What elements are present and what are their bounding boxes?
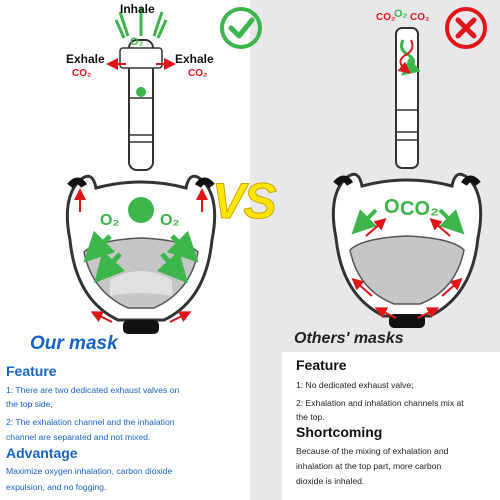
exhale-right-label: Exhale [175,52,214,66]
co2-left-label: CO₂ [72,68,92,79]
others-shortcoming-line-3: dioxide is inhaled. [296,476,365,486]
vs-label: VS [212,173,278,230]
o2-top-label: O₂ [130,36,144,48]
exhale-left-label: Exhale [66,52,105,66]
others-feature-line-2: 2: Exhalation and inhalation channels mi… [296,398,464,408]
our-feature-line-2: the top side; [6,399,53,409]
our-mask-drawing [65,8,217,334]
our-feature-title: Feature [6,363,57,379]
x-circle-icon [445,7,487,49]
our-advantage-title: Advantage [6,445,78,461]
top-co2-b-label: CO₂ [410,12,430,23]
our-mask-info-box [0,355,250,500]
our-feature-line-3: 2: The exhalation channel and the inhala… [6,417,175,427]
others-feature-title: Feature [296,357,347,373]
others-shortcoming-title: Shortcoming [296,424,383,440]
others-mask-drawing [331,27,483,328]
o2-left-label: O₂ [100,212,120,229]
co2-right-label: CO₂ [188,68,208,79]
others-mask-info-box [282,352,500,500]
mix-co2-label: CO₂ [400,198,439,220]
others-feature-line-1: 1: No dedicated exhaust valve; [296,380,414,390]
our-feature-line-4: channel are separated and not mixed. [6,432,151,442]
others-mask-heading: Others' masks [294,330,404,347]
top-o2-label: O₂ [394,8,408,20]
others-shortcoming-line-1: Because of the mixing of exhalation and [296,446,449,456]
o2-right-label: O₂ [160,212,180,229]
our-advantage-line-2: expulsion, and no fogging. [6,482,107,492]
others-shortcoming-line-2: inhalation at the top part, more carbon [296,461,442,471]
check-circle-icon [220,7,262,49]
top-co2-a-label: CO₂ [376,12,396,23]
mask-comparison-illustration [65,7,487,334]
our-feature-line-1: 1: There are two dedicated exhaust valve… [6,385,180,395]
inhale-label: Inhale [120,2,155,16]
our-advantage-line-1: Maximize oxygen inhalation, carbon dioxi… [6,466,173,476]
our-mask-heading: Our mask [30,333,118,354]
others-feature-line-3: the top. [296,412,325,422]
mix-o-label: O [384,196,400,218]
